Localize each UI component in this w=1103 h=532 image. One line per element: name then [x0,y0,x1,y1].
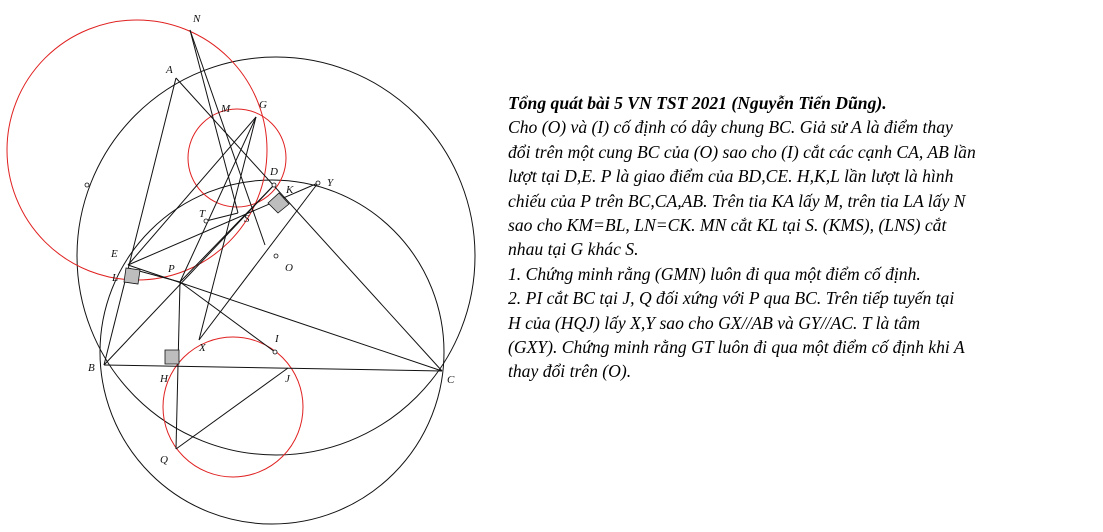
segment-PK [179,184,275,283]
point-D [271,182,277,188]
segment-NS [189,29,239,214]
segment-PQ [175,281,181,450]
point-T [203,218,209,224]
circle-KMS [187,108,287,208]
problem-line: sao cho KM=BL, LN=CK. MN cắt KL tại S. (… [508,215,947,236]
segment-TS [205,212,239,222]
segment-GP [179,116,257,283]
label-L: L [111,272,118,284]
label-H: H [159,373,169,385]
right-angle-marker-L [123,267,141,285]
circle-O [76,56,476,456]
problem-line: H của (HQJ) lấy X,Y sao cho GX//AB và GY… [508,312,921,333]
label-G: G [259,99,267,111]
segment-MN [189,29,266,246]
point-circle-center [84,182,90,188]
circle-HQJ [162,336,304,478]
segment-BC [103,364,443,372]
label-A: A [165,64,173,76]
segment-PI [179,281,276,353]
problem-statement: Tổng quát bài 5 VN TST 2021 (Nguyễn Tiến… [508,91,1093,384]
problem-line: thay đổi trên (O). [508,361,632,382]
geometry-figure: N A M G D K Y T S E L P O X I B H J C Q [6,13,476,525]
label-K: K [285,184,294,196]
segment-AC [175,77,443,372]
right-angle-marker-K [267,192,290,214]
label-B: B [88,362,95,374]
problem-line: nhau tại G khác S. [508,239,639,260]
problem-line: 2. PI cắt BC tại J, Q đối xứng với P qua… [508,288,955,309]
problem-title: Tổng quát bài 5 VN TST 2021 (Nguyễn Tiến… [508,93,887,113]
label-O: O [285,262,293,274]
circle-I [99,179,445,525]
label-N: N [192,13,201,25]
problem-line: 1. Chứng minh rằng (GMN) luôn đi qua một… [508,263,921,284]
problem-line: đổi trên một cung BC của (O) sao cho (I)… [508,141,976,162]
segment-QJ [175,367,289,450]
problem-line: chiếu của P trên BC,CA,AB. Trên tia KA l… [508,190,966,211]
label-C: C [447,374,455,386]
label-S: S [244,213,250,225]
label-M: M [220,103,231,115]
right-angle-marker-H [164,349,180,365]
problem-line: (GXY). Chứng minh rằng GT luôn đi qua mộ… [508,337,965,358]
label-P: P [167,263,175,275]
label-Y: Y [327,177,335,189]
point-O [273,253,279,259]
segment-XY [198,182,319,341]
point-I [272,349,278,355]
segment-AB [103,77,177,366]
problem-line: Cho (O) và (I) cố định có dây chung BC. … [508,117,953,138]
label-D: D [269,166,278,178]
label-I: I [274,333,280,345]
label-E: E [110,248,118,260]
problem-line: lượt tại D,E. P là giao điểm của BD,CE. … [508,166,954,187]
segment-BD [103,184,275,366]
segment-GE [127,116,257,266]
label-X: X [198,342,207,354]
label-J: J [285,373,291,385]
label-T: T [199,208,206,220]
point-Y [315,180,321,186]
segment-KL [127,182,319,266]
label-Q: Q [160,454,168,466]
